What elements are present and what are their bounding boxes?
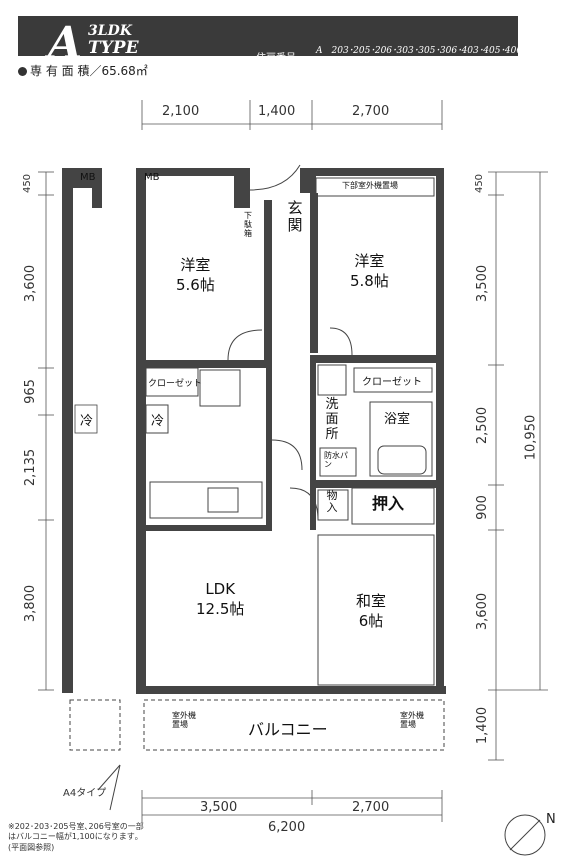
room-ldk-name: LDK (205, 580, 236, 598)
a4-type-label: A4タイプ (63, 788, 107, 799)
outdoor-unit-right: 室外機置場 (400, 711, 424, 729)
ac-2: 冷 (151, 414, 165, 429)
type-label: 3LDK TYPE (88, 23, 139, 59)
closet-2: クローゼット (362, 377, 422, 388)
mb-2: MB (144, 172, 160, 183)
outdoor-unit-left: 室外機置場 (172, 711, 196, 729)
floor-area-text: 専 有 面 積／65.68㎡ (30, 64, 148, 78)
ac-1: 冷 (80, 414, 94, 429)
dim-left-2: 3,600 (23, 264, 39, 303)
north-label: N (546, 812, 556, 827)
closet-1: クローゼット (148, 379, 203, 389)
room-storage: 物入 (326, 489, 338, 515)
room-balcony: バルコニー (248, 720, 328, 739)
unit-numbers: A 203･205･206･303･305･306･403･405･406 A4… (316, 46, 522, 69)
room-japanese-size: 6帖 (358, 611, 384, 630)
dim-left-1: 450 (22, 173, 34, 194)
room-western-2-size: 5.8帖 (350, 271, 389, 290)
room-ldk-size: 12.5帖 (196, 599, 245, 618)
type-header: A 3LDK TYPE 住戸番号 A 203･205･206･303･305･3… (18, 16, 522, 67)
footnote: ※202･203･205号室､206号室の一部はバルコニー幅が1,100になりま… (8, 822, 144, 852)
unit-numbers-a: A 203･205･206･303･305･306･403･405･406 (316, 46, 523, 56)
room-bath: 浴室 (384, 412, 411, 427)
room-japanese-name: 和室 (356, 592, 387, 610)
dim-right-4: 900 (474, 495, 490, 520)
shoe-box: 下駄箱 (244, 211, 252, 238)
dim-right-1: 450 (474, 173, 486, 194)
room-western-1: 洋室 5.6帖 (176, 256, 215, 295)
dim-right-2: 3,500 (475, 264, 491, 303)
dim-top-2: 1,400 (258, 104, 296, 119)
room-western-1-name: 洋室 (180, 256, 211, 274)
dim-top-3: 2,700 (352, 104, 390, 119)
dim-left-5: 3,800 (23, 584, 39, 623)
dim-left-4: 2,135 (23, 448, 39, 487)
room-entrance: 玄関 (287, 199, 303, 234)
dim-bottom-2: 2,700 (352, 800, 390, 815)
dim-right-6: 1,400 (475, 706, 491, 745)
dim-left-3: 965 (22, 379, 38, 404)
type-letter: A (48, 18, 83, 69)
mb-1: MB (80, 172, 96, 183)
room-western-2-name: 洋室 (354, 252, 385, 270)
room-washroom: 洗面所 (325, 397, 339, 442)
unit-numbers-a4: A4 202･302･402 (316, 57, 392, 68)
dim-top-1: 2,100 (162, 104, 200, 119)
dim-right-3: 2,500 (475, 406, 491, 445)
room-western-1-size: 5.6帖 (176, 275, 215, 294)
waterproof-pan: 防水パン (324, 451, 348, 469)
type-word: TYPE (88, 38, 139, 59)
dim-total-width: 6,200 (268, 820, 306, 835)
room-oshiire: 押入 (372, 494, 405, 513)
room-western-2: 洋室 5.8帖 (350, 252, 389, 291)
dim-bottom-1: 3,500 (200, 800, 238, 815)
outdoor-unit-top: 下部室外機置場 (342, 181, 398, 190)
room-ldk: LDK 12.5帖 (196, 580, 244, 619)
layout-label: 3LDK (88, 23, 132, 39)
bullet-icon (18, 67, 27, 76)
floor-area: 専 有 面 積／65.68㎡ (18, 62, 148, 79)
dim-right-5: 3,600 (475, 592, 491, 631)
dim-total-depth: 10,950 (523, 414, 539, 461)
unit-number-label: 住戸番号 (256, 53, 296, 64)
room-japanese: 和室 6帖 (356, 592, 386, 631)
